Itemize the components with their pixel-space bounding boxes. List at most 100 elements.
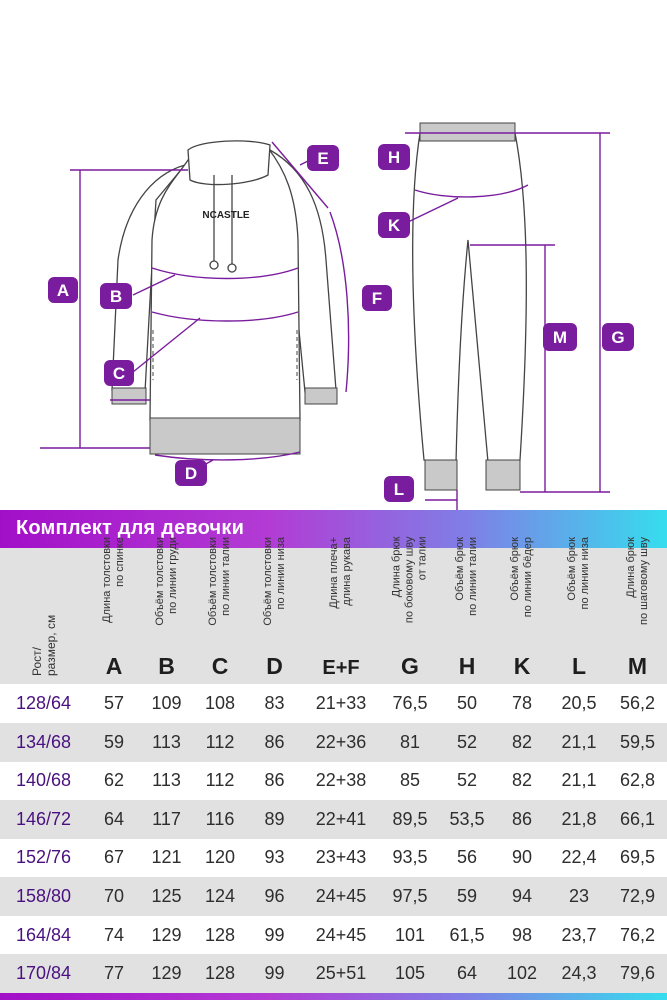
svg-text:D: D	[185, 464, 197, 483]
row-value-d: 86	[264, 731, 285, 752]
header-col-letter: A	[105, 653, 123, 679]
row-size: 146/72	[16, 808, 72, 829]
hoodie-print-text: NCASTLE	[202, 210, 250, 221]
header-col-desc: Объём толстовки по линии талии	[207, 537, 232, 626]
row-value-l: 21,1	[561, 770, 597, 791]
row-value-b: 113	[152, 770, 181, 791]
tag-b: B	[100, 283, 132, 309]
row-value-k: 78	[511, 693, 533, 713]
header-col-desc: Длина брюк по боковому шву от талии	[390, 536, 429, 624]
row-value-d: 83	[264, 693, 285, 713]
tag-f: F	[362, 285, 392, 311]
header-size-cell: Рост/ размер, см	[0, 548, 88, 684]
row-value-b: 113	[152, 731, 181, 752]
row-value-e-f: 25+51	[315, 963, 367, 984]
row-value-h: 52	[456, 770, 478, 791]
row-value-k: 98	[511, 924, 533, 945]
header-col-desc: Объём толстовки по линии груди	[153, 537, 179, 626]
tag-m: M	[543, 323, 577, 351]
size-diagram: NCASTLE	[40, 122, 634, 510]
row-value-g: 81	[399, 731, 421, 752]
svg-text:K: K	[388, 216, 401, 235]
row-value-m: 69,5	[619, 847, 656, 868]
row-value-c: 112	[205, 731, 235, 752]
dimension-lines	[40, 132, 610, 510]
row-value-k: 90	[511, 847, 533, 868]
row-size: 140/68	[16, 770, 72, 791]
row-value-b: 109	[151, 693, 182, 713]
row-value-l: 21,8	[561, 808, 597, 829]
tag-g: G	[602, 323, 634, 351]
tag-h: H	[378, 144, 410, 170]
row-value-m: 72,9	[619, 886, 656, 906]
header-col-letter: M	[627, 653, 648, 679]
bottom-gradient-bar	[0, 993, 667, 1000]
row-value-l: 23,7	[561, 924, 597, 945]
row-value-b: 117	[152, 808, 181, 829]
row-size: 134/68	[16, 731, 72, 752]
svg-text:C: C	[113, 364, 125, 383]
row-value-h: 64	[456, 963, 478, 984]
header-col-desc: Объём брюк по линии бёдер	[509, 537, 534, 618]
header-col-desc: Объём толстовки по линии низа	[261, 537, 287, 626]
row-value-l: 20,5	[561, 693, 597, 713]
pants-drawing	[412, 122, 527, 491]
header-col-desc: Объём брюк по линии низа	[566, 537, 591, 610]
svg-text:F: F	[372, 289, 382, 308]
row-size: 164/84	[16, 924, 72, 945]
row-value-g: 76,5	[392, 693, 428, 713]
row-value-g: 101	[394, 924, 426, 945]
header-col-desc: Длина плеча+ длина рукава	[328, 537, 353, 609]
row-value-b: 129	[151, 963, 182, 984]
hoodie-drawing: NCASTLE	[111, 140, 338, 455]
row-value-b: 129	[151, 924, 182, 945]
row-value-g: 97,5	[392, 886, 428, 906]
row-value-m: 59,5	[619, 731, 656, 752]
row-size: 128/64	[16, 693, 72, 713]
row-value-c: 116	[205, 808, 235, 829]
row-value-a: 57	[103, 693, 125, 713]
row-value-e-f: 24+45	[315, 924, 367, 945]
row-value-e-f: 22+38	[315, 770, 367, 791]
row-value-e-f: 21+33	[315, 693, 367, 713]
row-value-c: 128	[204, 924, 236, 945]
row-value-a: 70	[103, 886, 125, 906]
row-value-h: 53,5	[449, 808, 485, 829]
row-value-g: 85	[399, 770, 421, 791]
row-value-k: 86	[511, 808, 533, 829]
row-value-d: 99	[264, 963, 285, 984]
row-value-g: 89,5	[392, 808, 428, 829]
header-col-letter: D	[266, 653, 283, 679]
row-value-l: 22,4	[561, 847, 597, 868]
row-value-c: 108	[204, 693, 236, 713]
tag-c: C	[104, 360, 134, 386]
row-value-k: 82	[511, 731, 533, 752]
row-value-c: 124	[204, 886, 236, 906]
tag-e: E	[307, 145, 339, 171]
banner-title: Комплект для девочки	[16, 517, 245, 539]
svg-text:G: G	[611, 328, 624, 347]
svg-text:B: B	[110, 287, 122, 306]
row-value-e-f: 24+45	[315, 886, 367, 906]
row-value-a: 64	[103, 808, 125, 829]
row-value-b: 121	[151, 847, 182, 868]
header-col-letter: B	[158, 653, 175, 679]
svg-text:H: H	[388, 148, 400, 167]
row-value-d: 86	[264, 770, 285, 791]
row-value-g: 93,5	[392, 847, 428, 868]
row-value-l: 21,1	[561, 731, 597, 752]
title-banner: Комплект для девочки	[0, 510, 667, 548]
row-size: 152/76	[16, 847, 72, 868]
header-col-letter: L	[571, 653, 587, 679]
row-value-e-f: 22+36	[315, 731, 367, 752]
